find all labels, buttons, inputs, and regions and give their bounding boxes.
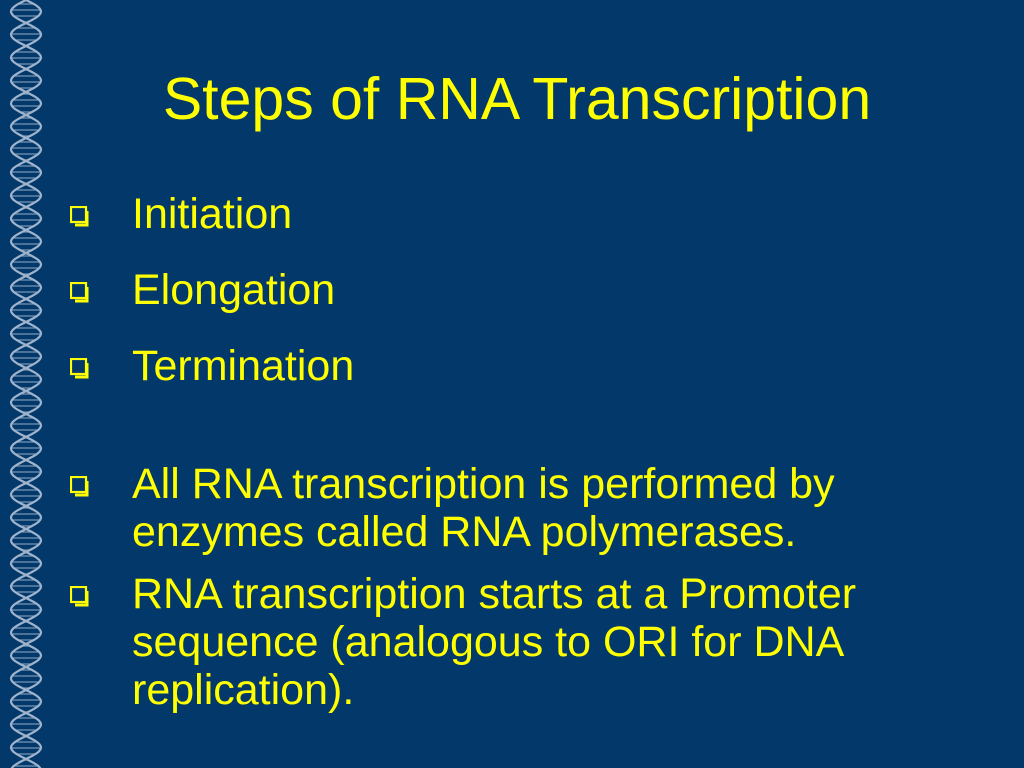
bullet-text: Elongation	[132, 266, 336, 314]
slide-title: Steps of RNA Transcription	[162, 66, 872, 132]
hollow-square-bullet-icon	[70, 282, 89, 303]
bullet-item-initiation: Initiation	[70, 190, 1000, 238]
dna-helix-icon	[9, 0, 43, 768]
bullet-item-termination: Termination	[70, 342, 1000, 390]
bullet-list: Initiation Elongation Termination All RN…	[70, 190, 1000, 714]
bullet-item-elongation: Elongation	[70, 266, 1000, 314]
bullet-item-rna-polymerases: All RNA transcription is performed by en…	[70, 460, 1000, 556]
hollow-square-bullet-icon	[70, 206, 89, 227]
bullet-text: RNA transcription starts at a Promoter s…	[132, 570, 857, 714]
bullet-item-promoter: RNA transcription starts at a Promoter s…	[70, 570, 1000, 714]
bullet-text: Termination	[132, 342, 355, 390]
hollow-square-bullet-icon	[70, 358, 89, 379]
bullet-text: Initiation	[132, 190, 293, 238]
hollow-square-bullet-icon	[70, 476, 89, 497]
hollow-square-bullet-icon	[70, 586, 89, 607]
bullet-text: All RNA transcription is performed by en…	[132, 460, 835, 556]
